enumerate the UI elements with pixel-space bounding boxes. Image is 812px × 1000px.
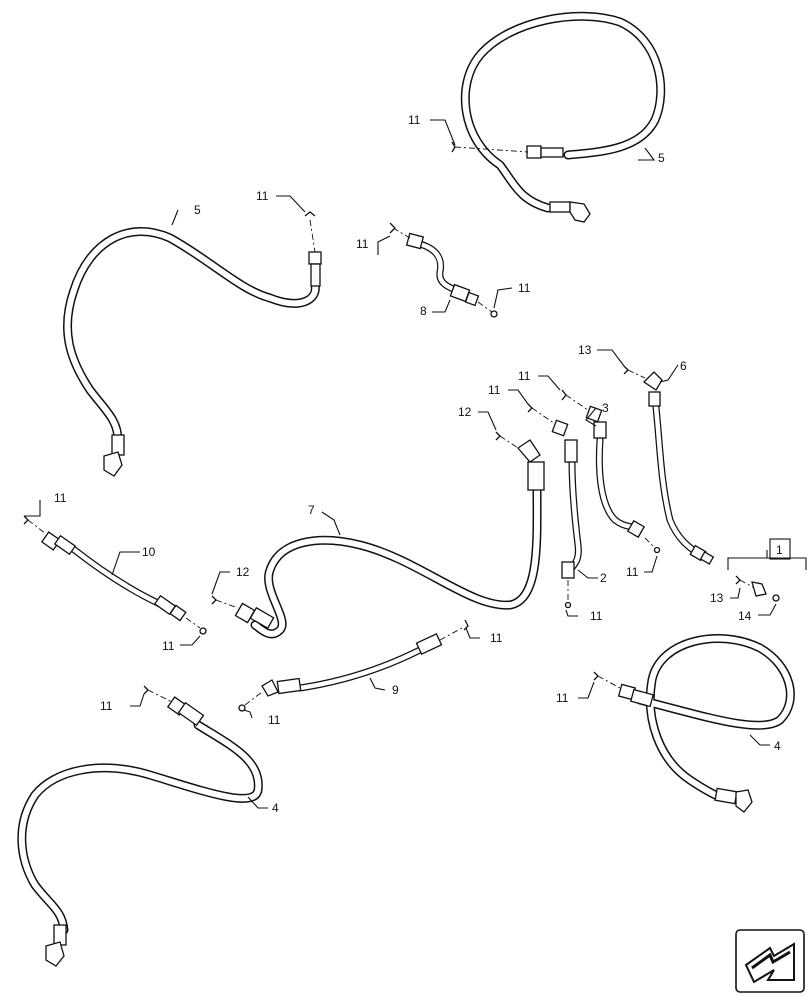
callout-3: 3 <box>602 401 609 415</box>
callout-12: 12 <box>458 405 472 419</box>
callout-11: 11 <box>556 691 569 705</box>
callout-10: 10 <box>142 545 156 559</box>
callout-11: 11 <box>518 369 531 383</box>
hose-8 <box>405 232 480 307</box>
callout-9: 9 <box>392 683 399 697</box>
hose-5-left <box>63 227 322 477</box>
callout-labels: 11 5 11 5 11 8 11 13 6 11 3 11 12 2 11 1… <box>54 113 783 815</box>
callout-5: 5 <box>658 151 665 165</box>
callout-11: 11 <box>490 631 503 645</box>
callout-1-box <box>769 538 791 560</box>
callout-11: 11 <box>590 609 603 623</box>
leader-lines <box>24 119 777 809</box>
callout-11: 11 <box>162 639 175 653</box>
callout-12: 12 <box>236 565 250 579</box>
callout-11: 11 <box>54 491 67 505</box>
hose-3 <box>585 405 646 539</box>
callout-2: 2 <box>600 571 607 585</box>
callout-11: 11 <box>626 565 639 579</box>
callout-4: 4 <box>774 739 781 753</box>
callout-1: 1 <box>776 543 783 557</box>
callout-14: 14 <box>738 609 752 623</box>
next-arrow-icon[interactable] <box>735 929 805 993</box>
hose-4-left <box>17 696 263 967</box>
callout-13: 13 <box>578 343 592 357</box>
callout-6: 6 <box>680 359 687 373</box>
callout-13: 13 <box>710 591 724 605</box>
hose-9 <box>261 633 443 697</box>
callout-11: 11 <box>268 713 281 727</box>
callout-11: 11 <box>256 189 269 203</box>
hose-5-upper <box>460 11 666 223</box>
hose-6 <box>642 371 715 565</box>
hose-2 <box>551 419 582 579</box>
callout-8: 8 <box>420 304 427 318</box>
hose-4-right <box>617 634 795 813</box>
callout-5: 5 <box>194 203 201 217</box>
kit-1-bracket <box>727 557 807 570</box>
callout-7: 7 <box>308 503 315 517</box>
callout-11: 11 <box>408 113 421 127</box>
callout-11: 11 <box>488 383 501 397</box>
hose-7 <box>234 439 545 639</box>
callout-11: 11 <box>100 699 113 713</box>
callout-11: 11 <box>356 237 369 251</box>
kit-1-fittings <box>735 575 780 602</box>
callout-4: 4 <box>272 801 279 815</box>
callout-11: 11 <box>518 281 531 295</box>
hose-10 <box>40 531 187 622</box>
